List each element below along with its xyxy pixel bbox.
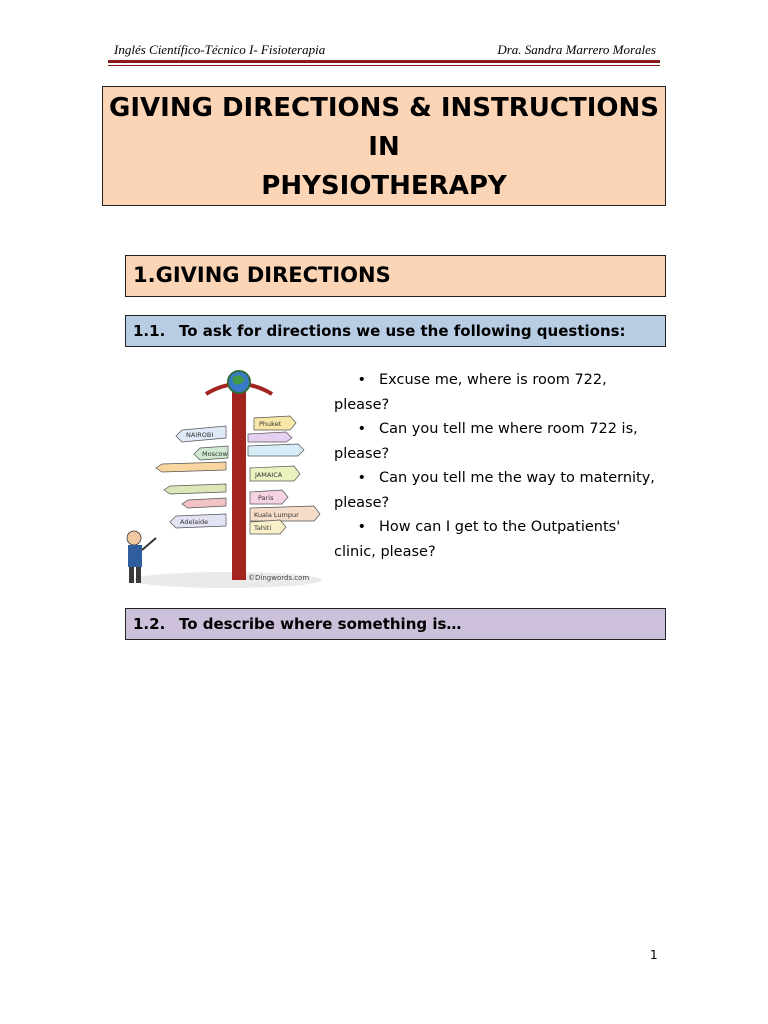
- subsection-1-2: 1.2. To describe where something is…: [125, 608, 666, 640]
- question-text: Excuse me, where is room 722, please?: [334, 372, 607, 413]
- list-item: •Can you tell me where room 722 is, plea…: [334, 417, 666, 466]
- list-item: •Excuse me, where is room 722, please?: [334, 368, 666, 417]
- document-title: GIVING DIRECTIONS & INSTRUCTIONS IN PHYS…: [102, 86, 666, 206]
- sign-kuala-lumpur: Kuala Lumpur: [254, 511, 299, 519]
- sign-adelaide: Adelaide: [180, 518, 208, 526]
- title-line-2: IN: [368, 132, 400, 162]
- subsection-number: 1.2.: [133, 615, 166, 633]
- bullet-icon: •: [357, 519, 366, 535]
- signpost-illustration: NAIROBI Phuket Moscow JAMAICA Paris Adel…: [126, 370, 322, 588]
- sign-tahiti: Tahiti: [253, 524, 271, 532]
- list-item: •How can I get to the Outpatients' clini…: [334, 515, 666, 564]
- subsection-1-1: 1.1. To ask for directions we use the fol…: [125, 315, 666, 347]
- section-heading: 1.GIVING DIRECTIONS: [125, 255, 666, 297]
- question-text: Can you tell me where room 722 is, pleas…: [334, 421, 638, 462]
- sign-nairobi: NAIROBI: [186, 431, 213, 439]
- question-text: How can I get to the Outpatients' clinic…: [334, 519, 621, 560]
- title-line-1: GIVING DIRECTIONS & INSTRUCTIONS: [109, 93, 659, 123]
- title-line-3: PHYSIOTHERAPY: [261, 171, 507, 201]
- sign-jamaica: JAMAICA: [254, 471, 283, 479]
- bullet-icon: •: [357, 372, 366, 388]
- subsection-title: To describe where something is…: [179, 615, 462, 633]
- header-course: Inglés Científico-Técnico I- Fisioterapi…: [114, 42, 326, 57]
- sign-moscow: Moscow: [202, 450, 229, 458]
- page-header: Inglés Científico-Técnico I- Fisioterapi…: [108, 42, 660, 60]
- question-text: Can you tell me the way to maternity, pl…: [334, 470, 655, 511]
- bullet-icon: •: [357, 470, 366, 486]
- page-number: 1: [650, 948, 658, 962]
- list-item: •Can you tell me the way to maternity, p…: [334, 466, 666, 515]
- subsection-number: 1.1.: [133, 322, 166, 340]
- subsection-title: To ask for directions we use the followi…: [179, 322, 626, 340]
- sign-paris: Paris: [258, 494, 274, 502]
- header-rule: [108, 60, 660, 66]
- illustration-credit: ©Dingwords.com: [248, 574, 309, 582]
- question-list: •Excuse me, where is room 722, please? •…: [334, 368, 666, 564]
- header-author: Dra. Sandra Marrero Morales: [497, 42, 656, 57]
- sign-phuket: Phuket: [259, 420, 282, 428]
- bullet-icon: •: [357, 421, 366, 437]
